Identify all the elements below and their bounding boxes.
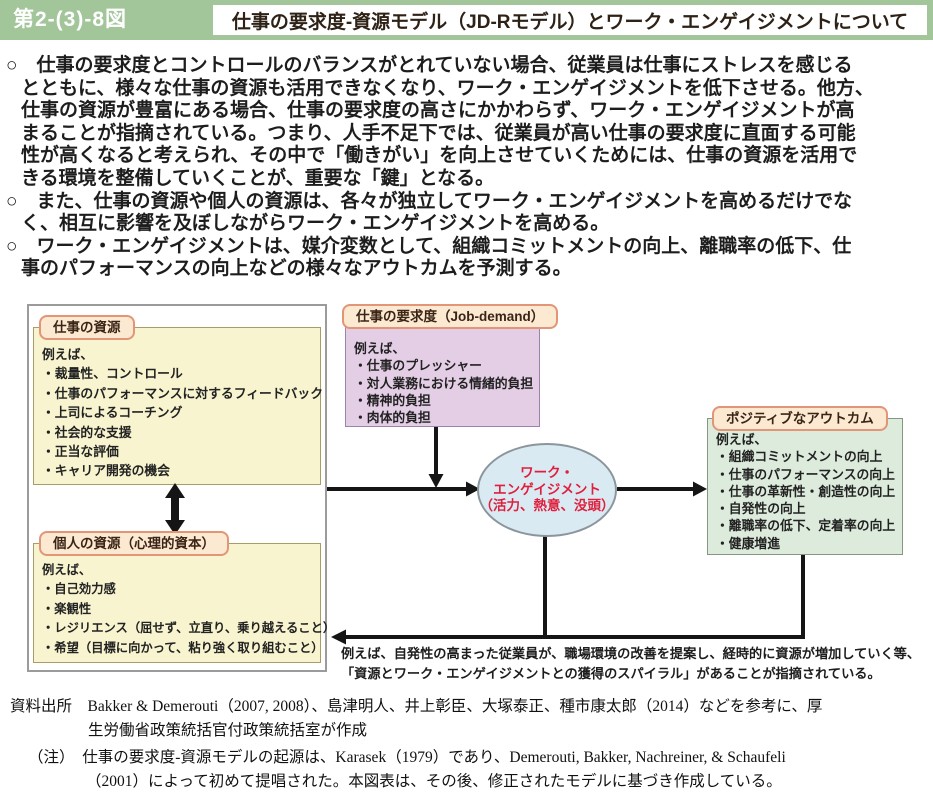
list-item: ○ また、仕事の資源や個人の資源は、各々が独立してワーク・エンゲイジメントを高め…: [6, 190, 853, 212]
list-item: ・楽観性: [42, 601, 92, 616]
job-resources-label: 仕事の資源: [39, 315, 135, 340]
bullet-paragraph-1: ○ 仕事の要求度とコントロールのバランスがとれていない場合、従業員は仕事にストレ…: [6, 55, 930, 191]
list-item: ・レジリエンス（屈せず、立直り、乗り越えること）: [42, 621, 336, 636]
list-item: きる環境を整備していくことが、重要な「鍵」となる。: [21, 167, 495, 189]
list-item: 例えば、自発性の高まった従業員が、職場環境の改善を提案し、経時的に資源が増加して…: [341, 646, 921, 661]
list-item: 「資源とワーク・エンゲイジメントとの獲得のスパイラル」があることが指摘されている…: [341, 666, 881, 681]
bullet-paragraph-3: ○ ワーク・エンゲイジメントは、媒介変数として、組織コミットメントの向上、離職率…: [6, 236, 930, 281]
list-item: まることが指摘されている。つまり、人手不足下では、従業員が高い仕事の要求度に直面…: [21, 122, 856, 144]
summary-bullets: ○ 仕事の要求度とコントロールのバランスがとれていない場合、従業員は仕事にストレ…: [6, 55, 930, 281]
job-demand-box: 仕事の要求度（Job-demand） 例えば、 ・仕事のプレッシャー・対人業務に…: [342, 304, 559, 427]
engagement-line-3: （活力、熱意、没頭）: [479, 498, 615, 514]
list-item: ○ 仕事の要求度とコントロールのバランスがとれていない場合、従業員は仕事にストレ…: [6, 55, 853, 76]
job-demand-intro: 例えば、: [354, 341, 406, 356]
list-item: ・仕事のプレッシャー: [354, 358, 482, 374]
list-item: ・上司によるコーチング: [42, 405, 183, 421]
list-item: ・裁量性、コントロール: [42, 366, 183, 382]
personal-resources-intro: 例えば、: [42, 563, 92, 577]
list-item: とともに、様々な仕事の資源も活用できなくなり、ワーク・エンゲイジメントを低下させ…: [21, 77, 874, 99]
engagement-line-2: エンゲイジメント: [493, 481, 601, 497]
job-resources-box: 仕事の資源 例えば、 ・裁量性、コントロール・仕事のパフォーマンスに対するフィー…: [33, 315, 324, 485]
outcomes-intro: 例えば、: [716, 432, 768, 447]
job-resources-list: ・裁量性、コントロール・仕事のパフォーマンスに対するフィードバック・上司によるコ…: [42, 364, 324, 480]
list-item: ・正当な評価: [42, 444, 119, 460]
job-demand-down-arrow: [428, 427, 444, 488]
outcomes-list: ・組織コミットメントの向上・仕事のパフォーマンスの向上・仕事の革新性・創造性の向…: [716, 448, 898, 552]
list-item: ・キャリア開発の機会: [42, 463, 170, 479]
list-item: ・離職率の低下、定着率の向上: [716, 518, 896, 534]
list-item: ・組織コミットメントの向上: [716, 449, 883, 465]
job-demand-label: 仕事の要求度（Job-demand）: [342, 304, 559, 329]
list-item: ・仕事のパフォーマンスに対するフィードバック: [42, 385, 324, 401]
figure-title: 仕事の要求度-資源モデル（JD-Rモデル）とワーク・エンゲイジメントについて: [231, 11, 909, 33]
positive-outcomes-box: ポジティブなアウトカム 例えば、 ・組織コミットメントの向上・仕事のパフォーマン…: [707, 406, 903, 555]
list-item: ・自己効力感: [42, 582, 116, 597]
list-item: ○ ワーク・エンゲイジメントは、媒介変数として、組織コミットメントの向上、離職率…: [6, 235, 852, 257]
positive-outcomes-label: ポジティブなアウトカム: [712, 406, 888, 431]
figure-number: 第2-(3)-8図: [13, 8, 128, 31]
list-item: ・仕事のパフォーマンスの向上: [716, 466, 895, 482]
list-item: ・仕事の革新性・創造性の向上: [716, 483, 896, 499]
note-line-2: （2001）によって初めて提唱された。本図表は、その後、修正されたモデルに基づき…: [86, 773, 782, 790]
personal-resources-list: ・自己効力感・楽観性・レジリエンス（屈せず、立直り、乗り越えること） ・希望（目標…: [42, 580, 336, 658]
personal-resources-label: 個人の資源（心理的資本）: [39, 531, 229, 556]
figure-title-box: 仕事の要求度-資源モデル（JD-Rモデル）とワーク・エンゲイジメントについて: [213, 5, 927, 35]
resources-to-engagement-arrow: [327, 481, 480, 497]
list-item: 仕事の資源が豊富にある場合、仕事の要求度の高さにかかわらず、ワーク・エンゲイジメ…: [21, 100, 855, 122]
list-item: ・精神的負担: [354, 392, 431, 408]
list-item: ・健康増進: [716, 535, 780, 551]
spiral-note: 例えば、自発性の高まった従業員が、職場環境の改善を提案し、経時的に資源が増加して…: [341, 644, 920, 684]
note-line-1: （注） 仕事の要求度-資源モデルの起源は、Karasek（1979）であり、De…: [28, 749, 786, 766]
list-item: ・希望（目標に向かって、粘り強く取り組むこと）: [42, 640, 324, 655]
list-item: ・自発性の向上: [716, 501, 806, 517]
source-line-2: 生労働省政策統括官付政策統括室が作成: [88, 722, 368, 739]
personal-resources-box: 個人の資源（心理的資本） 例えば、 ・自己効力感・楽観性・レジリエンス（屈せず、…: [33, 531, 336, 663]
bullet-paragraph-2: ○ また、仕事の資源や個人の資源は、各々が独立してワーク・エンゲイジメントを高め…: [6, 191, 930, 236]
job-demand-list: ・仕事のプレッシャー・対人業務における情緒的負担・精神的負担・肉体的負担: [354, 357, 535, 426]
engagement-to-outcomes-arrow: [617, 481, 707, 497]
list-item: ・社会的な支援: [42, 424, 132, 440]
work-engagement-ellipse: ワーク・ エンゲイジメント （活力、熱意、没頭）: [477, 443, 617, 537]
engagement-line-1: ワーク・: [520, 465, 574, 481]
feedback-spiral-arrow: [331, 629, 803, 645]
source-line-1: 資料出所 Bakker & Demerouti（2007, 2008）、島津明人…: [10, 698, 823, 715]
list-item: ・対人業務における情緒的負担: [354, 375, 534, 391]
list-item: 事のパフォーマンスの向上などの様々なアウトカムを予測する。: [21, 258, 572, 280]
list-item: く、相互に影響を及ぼしながらワーク・エンゲイジメントを高める。: [21, 213, 610, 235]
figure-header: 第2-(3)-8図 仕事の要求度-資源モデル（JD-Rモデル）とワーク・エンゲイ…: [0, 0, 933, 40]
list-item: 性が高くなると考えられ、その中で「働きがい」を向上させていくためには、仕事の資源…: [21, 145, 858, 167]
job-resources-intro: 例えば、: [42, 347, 94, 362]
list-item: ・肉体的負担: [354, 410, 431, 426]
